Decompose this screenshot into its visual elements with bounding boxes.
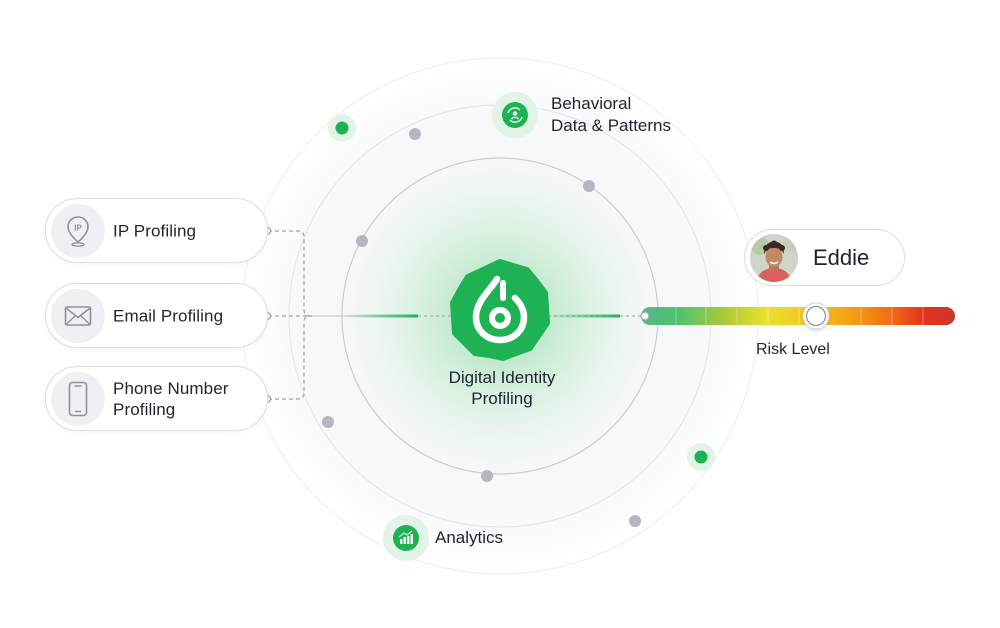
input-label: Phone Number Profiling (113, 378, 229, 420)
input-email-profiling: Email Profiling (45, 283, 268, 348)
center-title-line1: Digital Identity (449, 368, 556, 387)
right-beam (548, 315, 620, 318)
smartphone-icon (51, 372, 105, 426)
analytics-label: Analytics (435, 528, 503, 547)
input-label: IP Profiling (113, 220, 196, 241)
center-title-line2: Profiling (471, 389, 532, 408)
user-name: Eddie (813, 245, 869, 271)
orbit-dot (481, 470, 493, 482)
user-card: Eddie (744, 229, 905, 286)
input-label-line1: IP Profiling (113, 220, 196, 241)
risk-level-indicator-inner (807, 307, 826, 326)
avatar (750, 234, 798, 282)
input-phone-number-profiling: Phone Number Profiling (45, 366, 268, 431)
left-beam (345, 315, 418, 318)
input-label-line1: Phone Number (113, 378, 229, 399)
behavioral-label-line1: Behavioral (551, 94, 631, 113)
droplet-logo-icon (453, 262, 547, 358)
orbit-dot-green (695, 451, 708, 464)
orbit-dot (629, 515, 641, 527)
input-label: Email Profiling (113, 305, 223, 326)
envelope-icon (51, 289, 105, 343)
input-label-line2: Profiling (113, 399, 229, 420)
input-ip-profiling: IP IP Profiling (45, 198, 268, 263)
risk-level-bar (641, 307, 955, 325)
orbit-dot (356, 235, 368, 247)
risk-bar-endpoint (641, 312, 649, 320)
svg-text:IP: IP (74, 224, 82, 233)
input-label-line1: Email Profiling (113, 305, 223, 326)
analytics-badge (393, 525, 419, 551)
ip-location-pin-icon: IP (51, 204, 105, 258)
orbit-dot (583, 180, 595, 192)
orbit-dot (322, 416, 334, 428)
orbit-dot-green (336, 122, 349, 135)
behavioral-label-line2: Data & Patterns (551, 116, 671, 135)
risk-level-label: Risk Level (756, 341, 830, 359)
orbit-dot (409, 128, 421, 140)
